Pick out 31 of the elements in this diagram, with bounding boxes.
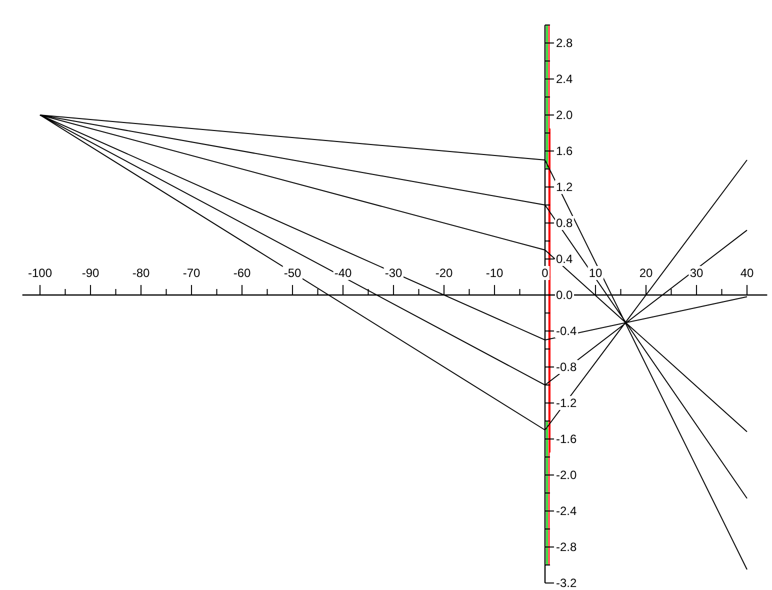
tick-label: 2.4 bbox=[556, 72, 573, 86]
tick-label: -1.6 bbox=[556, 432, 577, 446]
tick-label: -2.4 bbox=[556, 504, 577, 518]
tick-label: -50 bbox=[284, 266, 302, 280]
tick-label: 0.4 bbox=[556, 252, 573, 266]
tick-label: 2.0 bbox=[556, 108, 573, 122]
tick-label: -10 bbox=[486, 266, 504, 280]
tick-label: -60 bbox=[233, 266, 251, 280]
tick-label: -80 bbox=[132, 266, 150, 280]
tick-label: -90 bbox=[82, 266, 100, 280]
tick-label: 20 bbox=[639, 266, 653, 280]
tick-label: -40 bbox=[334, 266, 352, 280]
tick-label: -2.8 bbox=[556, 540, 577, 554]
tick-label: -30 bbox=[384, 266, 402, 280]
tick-label: -70 bbox=[182, 266, 200, 280]
tick-label: 40 bbox=[740, 266, 754, 280]
tick-label: -0.8 bbox=[556, 360, 577, 374]
tick-label: -2.0 bbox=[556, 468, 577, 482]
tick-label: 30 bbox=[690, 266, 704, 280]
tick-label: 1.2 bbox=[556, 180, 573, 194]
tick-label: -100 bbox=[28, 266, 52, 280]
tick-label: -0.4 bbox=[556, 324, 577, 338]
tick-label: 1.6 bbox=[556, 144, 573, 158]
tick-label: -3.2 bbox=[556, 576, 577, 590]
tick-label: 0.0 bbox=[556, 288, 573, 302]
tick-label: 0 bbox=[542, 266, 548, 280]
tick-label: -20 bbox=[435, 266, 453, 280]
tick-label: 2.8 bbox=[556, 36, 573, 50]
tick-label: -1.2 bbox=[556, 396, 577, 410]
tick-label: 0.8 bbox=[556, 216, 573, 230]
tick-label: 10 bbox=[588, 266, 602, 280]
